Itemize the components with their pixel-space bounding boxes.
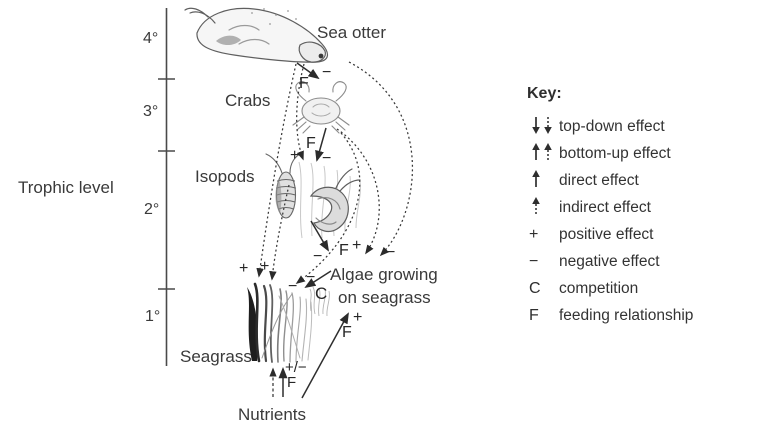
up-arrow-dashed-icon: [527, 196, 559, 221]
effect-f-otter-crabs: F: [299, 75, 309, 92]
key-title: Key:: [527, 85, 562, 102]
effect-sign-crabs-algae: +: [352, 237, 362, 254]
effect-c-competition: C: [315, 284, 328, 303]
label-isopods: Isopods: [195, 167, 255, 186]
key-label-positive: positive effect: [559, 226, 654, 243]
axis-tick-2: 2°: [144, 201, 160, 218]
effect-sign-competition: −: [306, 269, 316, 286]
key-row-feeding: F feeding relationship: [527, 305, 762, 327]
seagrass-drawing: [247, 282, 313, 363]
down-arrows-solid-dashed-icon: [527, 115, 559, 140]
algae-drawing: [309, 286, 330, 317]
effect-f-crabs-isopods: F: [306, 135, 316, 152]
key-panel: Key: top-down effect: [527, 85, 762, 332]
effect-f-isopods-algae: F: [339, 242, 349, 259]
curve-otter-isopods: [296, 63, 305, 161]
key-label-top-down: top-down effect: [559, 118, 665, 135]
key-row-top-down: top-down effect: [527, 116, 762, 138]
indirect-effect-arrows: [256, 61, 414, 284]
effect-f-nutrients-seagrass: F: [287, 374, 297, 391]
axis-tick-1: 1°: [145, 308, 161, 325]
axis-title: Trophic level: [18, 178, 114, 197]
key-label-direct: direct effect: [559, 172, 639, 189]
effect-sign-otter-algae: −: [386, 244, 396, 261]
key-row-indirect: indirect effect: [527, 196, 762, 221]
effect-sign-crabs-seagrass: −: [288, 278, 298, 295]
effect-sign-otter-seagrass: +: [239, 260, 249, 277]
arrow-nutrients-algae: [301, 312, 349, 399]
label-algae-line1: Algae growing: [330, 265, 438, 284]
label-crabs: Crabs: [225, 91, 271, 110]
crab-drawing: [292, 81, 350, 134]
label-nutrients: Nutrients: [238, 405, 307, 424]
effect-sign-crabs-isopods: −: [322, 150, 332, 167]
effect-sign-isopods-seagrass: +: [260, 258, 270, 275]
direct-effect-arrows: [269, 62, 349, 399]
arrow-crabs-isopods: [315, 127, 327, 162]
competition-symbol: C: [529, 280, 541, 297]
key-label-bottom-up: bottom-up effect: [559, 145, 671, 162]
up-arrow-solid-icon: [527, 169, 559, 194]
key-label-competition: competition: [559, 280, 639, 297]
effect-sign-otter-crabs: −: [322, 64, 332, 81]
key-label-feeding: feeding relationship: [559, 307, 694, 324]
isopods-drawing: [265, 152, 361, 239]
key-row-negative: − negative effect: [527, 251, 762, 273]
curve-isopods-seagrass: [269, 184, 290, 281]
effect-f-nutrients-algae: F: [342, 324, 352, 341]
curve-otter-seagrass: [256, 63, 297, 278]
axis-tick-4: 4°: [143, 30, 159, 47]
key-label-negative: negative effect: [559, 253, 660, 270]
axis-tick-3: 3°: [143, 103, 159, 120]
arrow-otter-crabs: [296, 62, 320, 80]
label-sea-otter: Sea otter: [317, 23, 386, 42]
feeding-symbol: F: [529, 307, 539, 324]
label-algae-line2: on seagrass: [338, 288, 431, 307]
minus-symbol: −: [529, 253, 539, 270]
curve-otter-algae: [348, 61, 414, 257]
key-row-positive: + positive effect: [527, 224, 762, 246]
effect-sign-otter-isopods: +: [290, 147, 300, 164]
arrow-isopods-algae: [310, 220, 329, 252]
key-row-bottom-up: bottom-up effect: [527, 142, 762, 167]
sea-otter-drawing: [184, 7, 328, 63]
key-row-competition: C competition: [527, 278, 762, 300]
key-row-direct: direct effect: [527, 169, 762, 194]
plus-symbol: +: [529, 226, 539, 243]
arrow-algae-seagrass-competition: [304, 270, 332, 289]
effect-sign-nutrients-seagrass: +/−: [285, 359, 307, 376]
effect-sign-isopods-algae: −: [313, 248, 323, 265]
curve-crabs-seagrass: [295, 132, 361, 284]
key-label-indirect: indirect effect: [559, 199, 651, 216]
trophic-axis: [158, 8, 175, 366]
up-arrows-solid-dashed-icon: [527, 142, 559, 167]
effect-sign-nutrients-algae: +: [353, 309, 363, 326]
label-seagrass: Seagrass: [180, 347, 252, 366]
